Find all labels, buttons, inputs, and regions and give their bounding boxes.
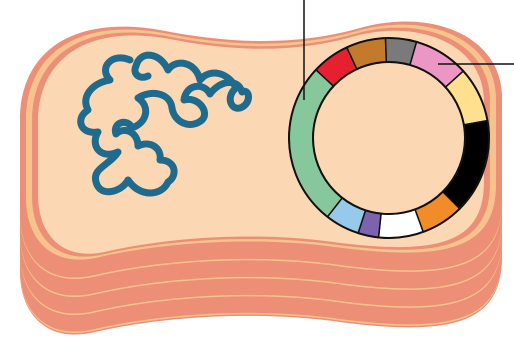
plasmid-bacteria-diagram: [0, 0, 514, 342]
diagram-svg: [0, 0, 514, 342]
